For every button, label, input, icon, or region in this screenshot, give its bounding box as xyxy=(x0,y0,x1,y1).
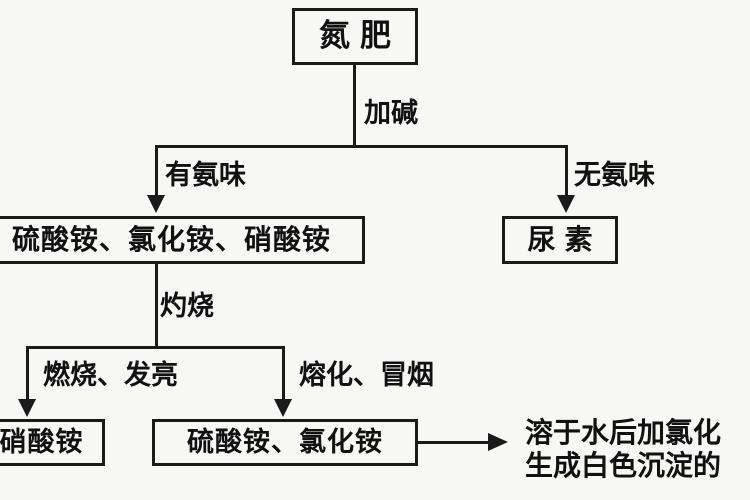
arrow-down-melt-smoke xyxy=(274,399,292,417)
node-ammonium-group-label: 硫酸铵、氯化铵、硝酸铵 xyxy=(11,223,331,256)
connector-ignite-stem xyxy=(155,264,158,349)
connector-right-drop-level1 xyxy=(565,145,568,197)
node-nitrogen-fertilizer-label: 氮肥 xyxy=(319,18,401,54)
node-ammonium-nitrate-label: 硝酸铵 xyxy=(0,427,84,458)
arrow-down-no-ammonia xyxy=(557,195,575,213)
arrow-right-annotation xyxy=(488,433,508,451)
node-urea-label: 尿素 xyxy=(527,223,602,256)
connector-right-drop-level2 xyxy=(282,346,285,401)
node-nitrogen-fertilizer: 氮肥 xyxy=(292,8,418,65)
annotation-white-precipitate-line1: 溶于水后加氯化 xyxy=(525,416,722,449)
connector-root-stem xyxy=(353,65,356,148)
edge-label-ignite: 灼烧 xyxy=(160,291,214,322)
node-ammonium-group: 硫酸铵、氯化铵、硝酸铵 xyxy=(0,216,365,264)
edge-label-melt-and-smoke: 熔化、冒烟 xyxy=(299,360,434,391)
arrow-down-burn-bright xyxy=(18,399,36,417)
connector-left-drop-level1 xyxy=(155,145,158,197)
annotation-white-precipitate-line2: 生成白色沉淀的 xyxy=(525,449,722,483)
connector-left-drop-level2 xyxy=(26,346,29,401)
node-sulfate-chloride-label: 硫酸铵、氯化铵 xyxy=(187,427,383,458)
connector-split-bar-level1 xyxy=(155,145,568,148)
edge-label-no-ammonia: 无氨味 xyxy=(574,160,655,191)
connector-to-annotation xyxy=(418,441,490,444)
node-urea: 尿素 xyxy=(502,216,618,264)
node-sulfate-chloride: 硫酸铵、氯化铵 xyxy=(152,419,418,466)
edge-label-add-alkali: 加碱 xyxy=(364,98,418,129)
edge-label-has-ammonia: 有氨味 xyxy=(165,160,246,191)
node-ammonium-nitrate: 硝酸铵 xyxy=(0,419,105,466)
edge-label-burn-and-glow: 燃烧、发亮 xyxy=(43,360,178,391)
annotation-white-precipitate: 溶于水后加氯化 生成白色沉淀的 xyxy=(525,416,721,482)
connector-split-bar-level2 xyxy=(26,346,285,349)
arrow-down-has-ammonia xyxy=(147,195,165,213)
